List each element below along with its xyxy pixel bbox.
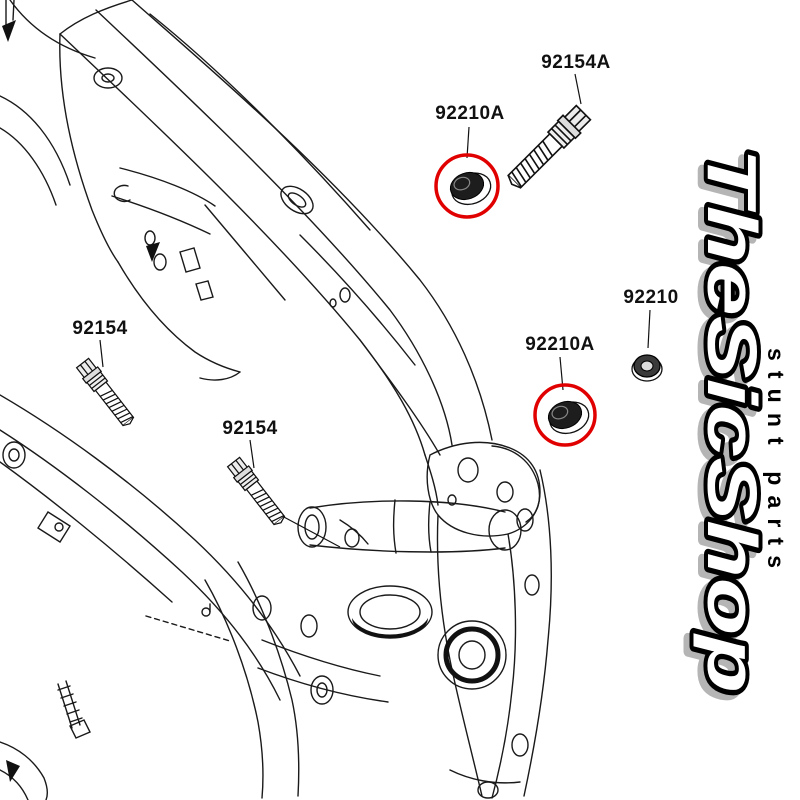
frame-line-art <box>0 0 552 800</box>
nut-92210-illustration <box>631 354 663 382</box>
bolt-92154-left-illustration <box>74 356 139 431</box>
highlight-circle-upper <box>434 153 500 219</box>
part-label-92154-left: 92154 <box>72 318 128 339</box>
collar-92210a-lower-illustration <box>547 400 590 435</box>
logo-main-text: TheSicShop <box>693 148 771 693</box>
sicshop-logo: TheSicShop TheSicShop stunt parts <box>683 144 789 702</box>
part-label-92154-center: 92154 <box>222 418 278 439</box>
collar-92210a-upper-illustration <box>449 171 492 206</box>
part-label-92154a: 92154A <box>541 52 611 73</box>
part-label-92210a-lower: 92210A <box>525 334 595 355</box>
part-label-92210a-upper: 92210A <box>435 103 505 124</box>
bolt-92154a-illustration <box>502 102 594 194</box>
logo-shadow-text: TheSicShop <box>687 153 765 698</box>
leader-lines <box>99 73 651 548</box>
part-label-92210: 92210 <box>623 287 679 308</box>
bolt-92154-center-illustration <box>225 455 290 530</box>
highlight-circle-lower <box>533 383 597 447</box>
